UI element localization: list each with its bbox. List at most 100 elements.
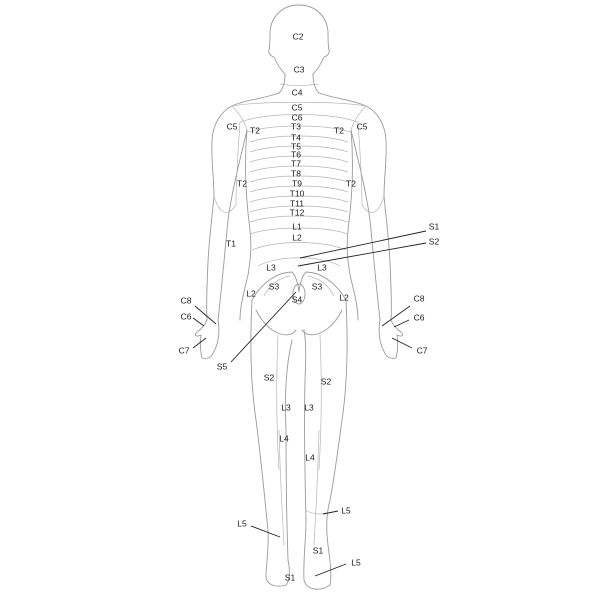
derm-line (350, 105, 367, 131)
leader-s5 (230, 291, 297, 363)
derm-line (213, 195, 237, 213)
leader-calf-l5 (322, 510, 339, 515)
derm-line (249, 165, 349, 173)
derm-line (318, 334, 322, 471)
dermatome-labels: C2 C3 C4 C5 C6 T3 T4 T5 T6 T7 T8 T9 T10 … (179, 31, 440, 582)
left-leg-outline (250, 299, 293, 587)
derm-line (249, 227, 349, 235)
label-hand-right-c8: C8 (414, 293, 425, 303)
derm-line (249, 155, 349, 163)
right-arm-inner-outline (350, 129, 381, 321)
body-outline (194, 4, 404, 590)
derm-line (249, 135, 349, 143)
leader-right-c8 (381, 305, 411, 327)
label-hand-left-c8: C8 (181, 295, 192, 305)
label-buttock-right-l3: L3 (317, 262, 327, 272)
label-back-t10: T10 (290, 188, 305, 198)
derm-line (249, 185, 349, 193)
label-callout-s5: S5 (217, 361, 228, 371)
gluteal-outline (251, 271, 347, 336)
label-thigh-left-l3: L3 (281, 402, 291, 412)
label-head-c2: C2 (293, 31, 304, 41)
derm-line (361, 195, 385, 213)
leader-right-c7 (391, 337, 413, 349)
derm-line (276, 334, 280, 471)
derm-line (279, 83, 319, 86)
right-leg-outline (303, 299, 348, 590)
label-callout-s1: S1 (429, 221, 440, 231)
leader-lines (192, 230, 427, 577)
left-arm-inner-outline (217, 129, 248, 321)
derm-line (235, 121, 241, 206)
label-back-t12: T12 (290, 207, 305, 217)
leader-right-c6 (393, 319, 410, 328)
derm-line (278, 429, 285, 546)
label-neck-c4: C4 (292, 87, 303, 97)
derm-line (249, 205, 349, 213)
dermatome-lines (213, 83, 385, 546)
torso-right-outline (318, 92, 392, 321)
label-back-t6: T6 (291, 149, 301, 159)
label-callout-s2: S2 (429, 236, 440, 246)
derm-line (239, 114, 359, 123)
label-calf-right-l4: L4 (305, 452, 315, 462)
label-foot-left-s1: S1 (285, 572, 296, 582)
derm-line (249, 145, 349, 153)
label-foot-right-l5: L5 (351, 557, 361, 567)
label-arm-right-t2: T2 (346, 178, 356, 188)
derm-line (313, 429, 320, 546)
derm-line (257, 257, 341, 267)
leader-foot-l5 (314, 563, 347, 577)
label-thigh-right-s2: S2 (321, 376, 332, 386)
derm-line (231, 101, 367, 107)
label-back-l1: L1 (292, 221, 302, 231)
leader-ankle-l5 (250, 525, 281, 538)
label-thigh-left-s2: S2 (264, 372, 275, 382)
derm-line (307, 275, 335, 297)
label-upper-back-left-t2: T2 (250, 125, 260, 135)
leader-s2 (297, 242, 427, 267)
derm-line (249, 175, 349, 183)
derm-line (357, 121, 363, 206)
leader-left-c8 (194, 305, 217, 325)
label-shoulder-left-c5: C5 (227, 121, 238, 131)
label-hip-right-l2: L2 (339, 292, 349, 302)
derm-line (231, 105, 248, 131)
label-back-t9: T9 (292, 178, 302, 188)
label-back-t5: T5 (291, 141, 301, 151)
label-hand-left-c6: C6 (181, 311, 192, 321)
label-calf-right-l5: L5 (341, 505, 351, 515)
label-buttock-right-s3: S3 (312, 281, 323, 291)
derm-line (263, 275, 291, 297)
right-hand-outline (378, 319, 404, 359)
label-forearm-left-t1: T1 (226, 238, 236, 248)
label-back-t4: T4 (291, 132, 301, 142)
label-arm-left-t2: T2 (237, 178, 247, 188)
leader-left-c6 (192, 317, 205, 327)
label-hand-left-c7: C7 (179, 345, 190, 355)
label-back-t3: T3 (291, 121, 301, 131)
label-back-t8: T8 (291, 168, 301, 178)
derm-line (249, 195, 349, 203)
leader-s1 (299, 230, 427, 259)
label-calf-left-l4: L4 (279, 433, 289, 443)
leader-left-c7 (192, 337, 207, 349)
label-ankle-left-l5: L5 (237, 518, 247, 528)
left-hand-outline (194, 319, 220, 359)
label-back-c5: C5 (292, 102, 303, 112)
label-neck-c3: C3 (294, 64, 305, 74)
label-upper-back-right-t2: T2 (334, 125, 344, 135)
label-hip-left-l2: L2 (246, 288, 256, 298)
label-back-t7: T7 (291, 158, 301, 168)
label-buttock-left-l3: L3 (266, 262, 276, 272)
derm-line (251, 242, 347, 251)
sacral-oval (292, 283, 306, 305)
label-shoulder-right-c5: C5 (357, 121, 368, 131)
label-back-c6: C6 (292, 112, 303, 122)
label-back-l2: L2 (292, 232, 302, 242)
label-hand-right-c7: C7 (417, 345, 428, 355)
derm-line (247, 125, 351, 133)
derm-line (249, 215, 349, 223)
